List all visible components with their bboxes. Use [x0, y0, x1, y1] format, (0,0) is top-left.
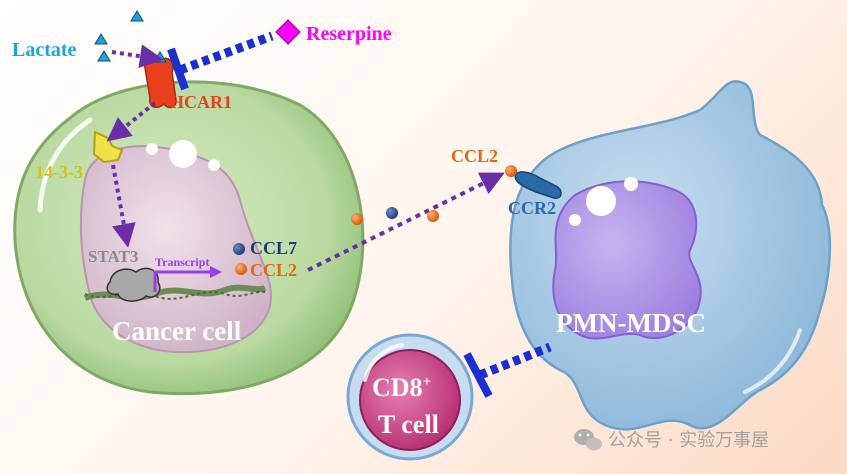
cancer-cell: [13, 80, 365, 396]
reserpine-label: Reserpine: [306, 23, 392, 45]
signaling-arrows: [106, 44, 505, 272]
ccl7-molecule: [386, 207, 398, 219]
stat3-protein: [106, 267, 161, 302]
arrow-hcar1-to-14-3-3: [106, 101, 157, 142]
lactate-molecule: [94, 33, 108, 45]
watermark-text: 公众号 · 实验万事屋: [608, 430, 769, 451]
lactate-label: Lactate: [12, 39, 77, 61]
pmn-mdsc-highlight: [743, 328, 802, 394]
pmn-mdsc-label: PMN-MDSC: [556, 308, 706, 338]
protein-14-3-3-label: 14-3-3: [35, 162, 83, 182]
cancer-cell-highlight: [37, 117, 93, 213]
vesicle: [569, 214, 581, 226]
vesicle: [208, 159, 220, 171]
ccl2-outside-label: CCL2: [451, 146, 498, 166]
transcript-arrow: [153, 270, 212, 292]
reserpine-molecule: [275, 19, 301, 45]
lactate-molecule: [153, 51, 167, 63]
vesicle: [624, 177, 638, 191]
cd8-superscript: +: [423, 374, 432, 390]
vesicle: [169, 140, 197, 168]
pmn-mdsc-nucleus: [552, 180, 702, 340]
ccr2-label: CCR2: [508, 198, 556, 218]
stat3-label: STAT3: [88, 247, 138, 266]
ccl2-molecule: [505, 165, 517, 177]
wechat-icon: [574, 429, 602, 451]
pmn-mdsc-cell: [509, 80, 832, 431]
watermark: 公众号 · 实验万事屋: [574, 429, 769, 451]
lactate-molecule: [97, 50, 111, 62]
cd8-label: CD8+: [372, 373, 431, 402]
ccl7-label: CCL7: [250, 238, 297, 258]
cd8-text: CD8: [372, 373, 423, 402]
ccr2-receptor: [514, 171, 562, 199]
arrow-lactate-to-hcar1: [111, 44, 164, 69]
hcar1-label: HCAR1: [170, 92, 232, 112]
transcript-label: Transcript: [155, 255, 209, 269]
arrow-ccl2-to-ccr2: [307, 172, 505, 272]
cd8-t-cell: [346, 333, 474, 461]
ccl2-molecule: [235, 263, 247, 275]
transcript-arrow-head: [210, 266, 222, 278]
vesicle: [586, 186, 616, 216]
ccl2-molecule: [427, 210, 439, 222]
lactate-molecule: [130, 10, 144, 22]
reserpine-inhibitor: [167, 31, 274, 91]
ccl2-inside-label: CCL2: [250, 260, 297, 280]
t-cell-inhibitor: [463, 342, 552, 398]
t-cell-nucleus: [359, 349, 461, 451]
ccl2-molecule: [351, 213, 363, 225]
cancer-cell-label: Cancer cell: [112, 316, 242, 346]
ccl7-molecule: [233, 243, 245, 255]
t-cell-label: T cell: [378, 410, 439, 439]
t-cell-highlight: [363, 343, 404, 382]
vesicle: [146, 143, 158, 155]
